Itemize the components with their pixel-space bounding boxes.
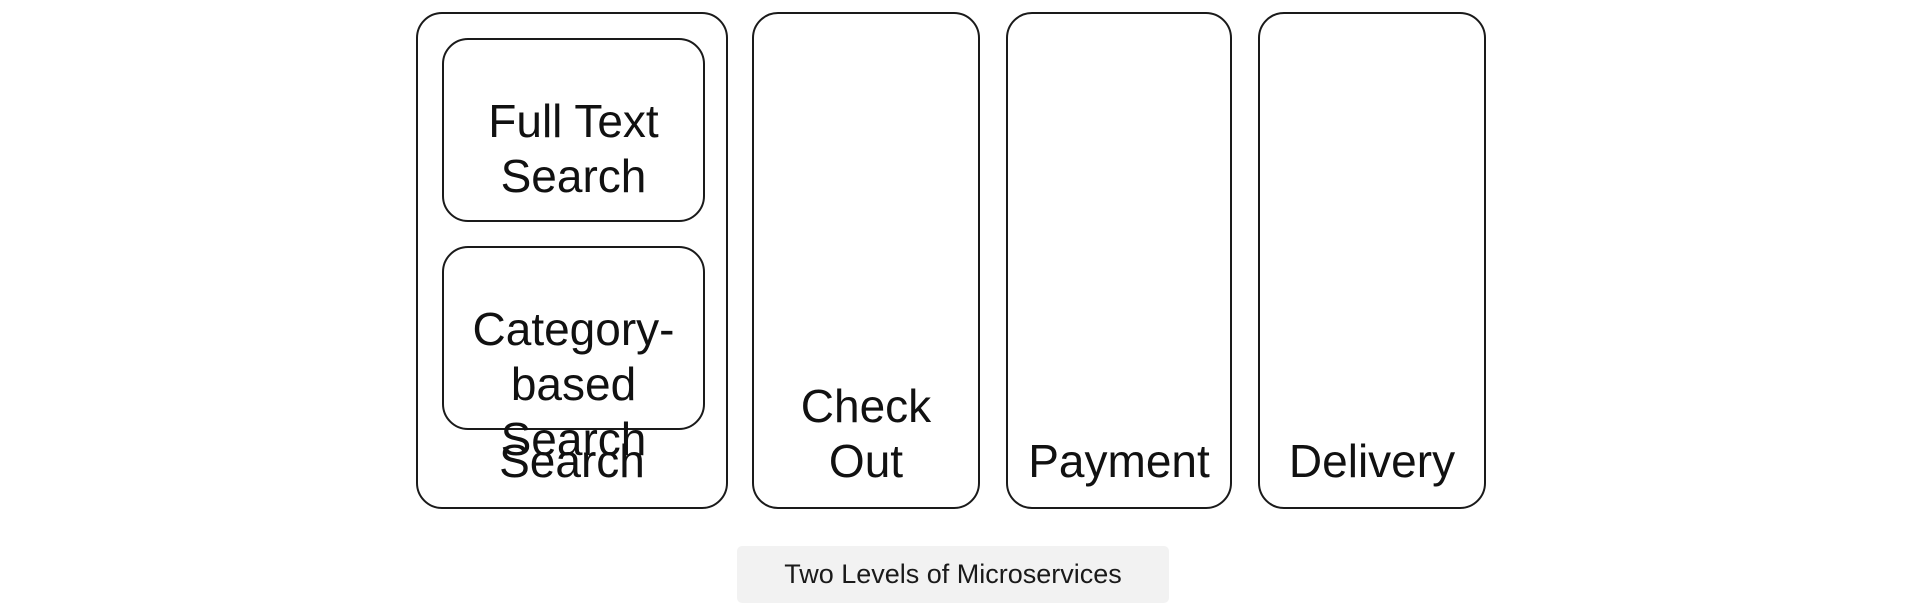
subservice-full-text-search: Full Text Search (442, 38, 705, 222)
service-label: Payment (1028, 435, 1210, 487)
subservice-label: Category- based Search (472, 303, 675, 465)
service-search: Full Text Search Category- based Search … (416, 12, 728, 509)
service-label: Delivery (1288, 435, 1456, 487)
service-label: Check Out (800, 380, 932, 487)
service-label: Search (499, 435, 645, 487)
service-delivery: Delivery (1258, 12, 1486, 509)
diagram-caption: Two Levels of Microservices (737, 546, 1169, 603)
service-check-out: Check Out (752, 12, 980, 509)
subservice-label: Full Text Search (488, 95, 659, 202)
service-payment: Payment (1006, 12, 1232, 509)
subservice-category-based-search: Category- based Search (442, 246, 705, 465)
